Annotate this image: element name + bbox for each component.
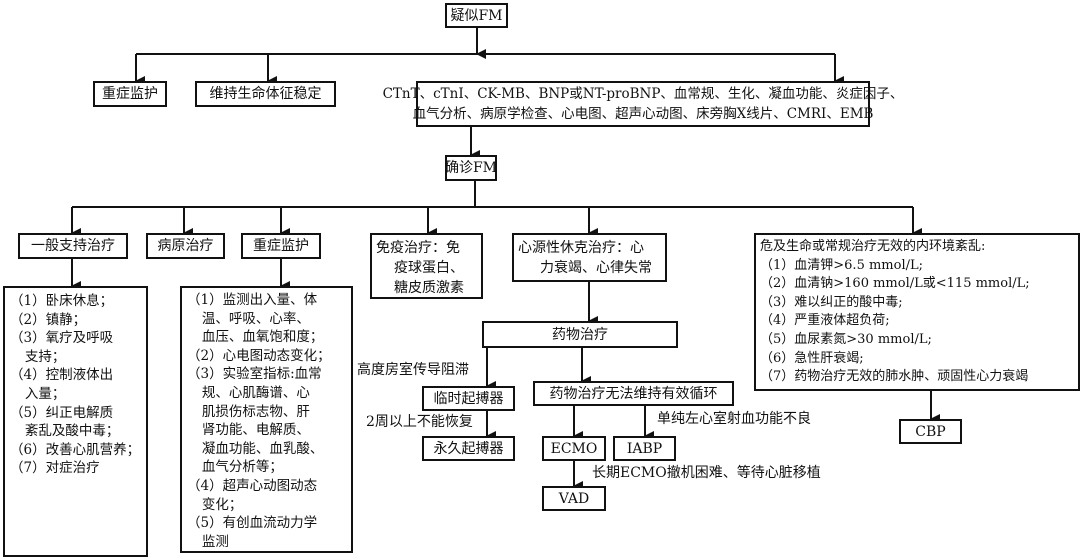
- icu-monitoring-title: 重症监护: [253, 238, 309, 254]
- icu-item: （1）监测出入量、体: [187, 292, 318, 308]
- general-support-item: （5）纠正电解质: [10, 404, 114, 421]
- iabp-label: IABP: [626, 440, 663, 457]
- general-support-item: （3）氧疗及呼吸: [10, 330, 114, 347]
- iabp-box: IABP: [613, 436, 676, 461]
- icu-item: （4）超声心动图动态: [187, 477, 318, 494]
- icu-monitoring-box-top: 重症监护: [93, 81, 167, 107]
- suspected-fm-label: 疑似FM: [450, 7, 503, 24]
- icu-item: （2）心电图动态变化；: [187, 347, 331, 364]
- temporary-pacemaker-box: 临时起搏器: [422, 386, 515, 411]
- cbp-box: CBP: [899, 419, 962, 444]
- icu-item: 肾功能、电解质、: [201, 422, 310, 439]
- exams-box: CTnT、cTnI、CK-MB、BNP或NT-proBNP、血常规、生化、凝血功…: [383, 81, 903, 127]
- internal-env-item: （4）严重液体超负荷;: [760, 313, 890, 329]
- icu-item: （3）实验室指标:血常: [187, 366, 322, 383]
- permanent-pacemaker-box: 永久起搏器: [422, 436, 515, 461]
- general-support-list: （1）卧床休息； （2）镇静； （3）氧疗及呼吸 支持； （4）控制液体出 入量…: [3, 286, 148, 557]
- drug-failure-box: 药物治疗无法维持有效循环: [533, 381, 734, 406]
- ecmo-label: ECMO: [550, 440, 598, 457]
- vital-signs-box: 维持生命体征稳定: [195, 81, 336, 107]
- cardiogenic-shock-box: 心源性休克治疗：心 力衰竭、心律失常: [512, 233, 667, 282]
- drug-therapy-box: 药物治疗: [482, 321, 678, 348]
- internal-env-box: 危及生命或常规治疗无效的内环境紊乱: （1）血清钾>6.5 mmol/L; （2…: [754, 233, 1080, 391]
- suspected-fm-box: 疑似FM: [445, 3, 508, 28]
- internal-env-item: （3）难以纠正的酸中毒;: [760, 294, 903, 310]
- pathogen-treatment-title: 病原治疗: [157, 238, 214, 254]
- internal-env-item: （1）血清钾>6.5 mmol/L;: [760, 257, 924, 273]
- cardiogenic-shock-line: 力衰竭、心律失常: [540, 260, 652, 276]
- general-support-box: 一般支持治疗: [18, 233, 128, 259]
- icu-item: （5）有创血流动力学: [187, 515, 318, 532]
- icu-monitoring-box: 重症监护: [241, 233, 321, 259]
- av-block-label: 高度房室传导阻滞: [357, 361, 469, 379]
- cbp-label: CBP: [915, 423, 946, 440]
- drug-therapy-label: 药物治疗: [552, 326, 608, 343]
- internal-env-item: （6）急性肝衰竭;: [760, 350, 864, 366]
- internal-env-item: （2）血清钠>160 mmol/L或<115 mmol/L;: [760, 276, 1030, 292]
- confirmed-fm-label: 确诊FM: [444, 160, 498, 176]
- icu-item: 变化；: [201, 496, 243, 513]
- vad-label: VAD: [558, 490, 590, 507]
- internal-env-title: 危及生命或常规治疗无效的内环境紊乱:: [760, 239, 986, 254]
- exams-line-1: CTnT、cTnI、CK-MB、BNP或NT-proBNP、血常规、生化、凝血功…: [382, 86, 904, 102]
- immune-therapy-line: 免疫治疗：免: [376, 240, 460, 256]
- general-support-title: 一般支持治疗: [31, 238, 115, 254]
- general-support-item: 入量；: [24, 385, 66, 402]
- icu-item: 肌损伤标志物、肝: [201, 403, 310, 420]
- immune-therapy-line: 疫球蛋白、: [394, 260, 464, 276]
- general-support-item: （4）控制液体出: [10, 367, 114, 384]
- confirmed-fm-box: 确诊FM: [445, 155, 497, 181]
- ecmo-box: ECMO: [542, 436, 606, 461]
- internal-env-item: （7）药物治疗无效的肺水肿、顽固性心力衰竭: [760, 369, 1029, 385]
- cardiogenic-shock-line: 心源性休克治疗：心: [518, 240, 644, 256]
- immune-therapy-box: 免疫治疗：免 疫球蛋白、 糖皮质激素: [370, 233, 483, 299]
- icu-item: 凝血功能、血乳酸、: [201, 440, 324, 457]
- no-recovery-label: 2周以上不能恢复: [366, 413, 473, 431]
- icu-monitoring-list: （1）监测出入量、体 温、呼吸、心率、 血压、血氧饱和度； （2）心电图动态变化…: [180, 286, 353, 553]
- general-support-item: （1）卧床休息；: [10, 293, 114, 309]
- lv-dysfunction-label: 单纯左心室射血功能不良: [657, 410, 811, 428]
- general-support-item: （6）改善心肌营养；: [10, 441, 141, 458]
- general-support-item: （2）镇静；: [10, 311, 87, 328]
- general-support-item: 紊乱及酸中毒；: [24, 423, 120, 440]
- drug-failure-label: 药物治疗无法维持有效循环: [549, 385, 718, 402]
- vital-signs-label: 维持生命体征稳定: [209, 86, 322, 102]
- vad-box: VAD: [542, 486, 606, 511]
- permanent-pacemaker-label: 永久起搏器: [433, 440, 504, 457]
- internal-env-item: （5）血尿素氮>30 mmol/L;: [760, 331, 932, 347]
- icu-item: 血气分析等；: [201, 459, 283, 476]
- immune-therapy-line: 糖皮质激素: [394, 280, 464, 296]
- temporary-pacemaker-label: 临时起搏器: [433, 390, 504, 407]
- general-support-item: 支持；: [24, 348, 66, 365]
- general-support-item: （7）对症治疗: [10, 460, 100, 477]
- exams-line-2: 血气分析、病原学检查、心电图、超声心动图、床旁胸X线片、CMRI、EMB: [412, 106, 874, 122]
- icu-item: 血压、血氧饱和度；: [201, 329, 324, 346]
- icu-item: 温、呼吸、心率、: [201, 310, 310, 327]
- pathogen-treatment-box: 病原治疗: [146, 233, 225, 259]
- icu-item: 监测: [201, 533, 229, 550]
- icu-monitoring-label-top: 重症监护: [102, 86, 158, 102]
- ecmo-weaning-label: 长期ECMO撤机困难、等待心脏移植: [592, 464, 821, 482]
- icu-item: 规、心肌酶谱、心: [201, 384, 310, 401]
